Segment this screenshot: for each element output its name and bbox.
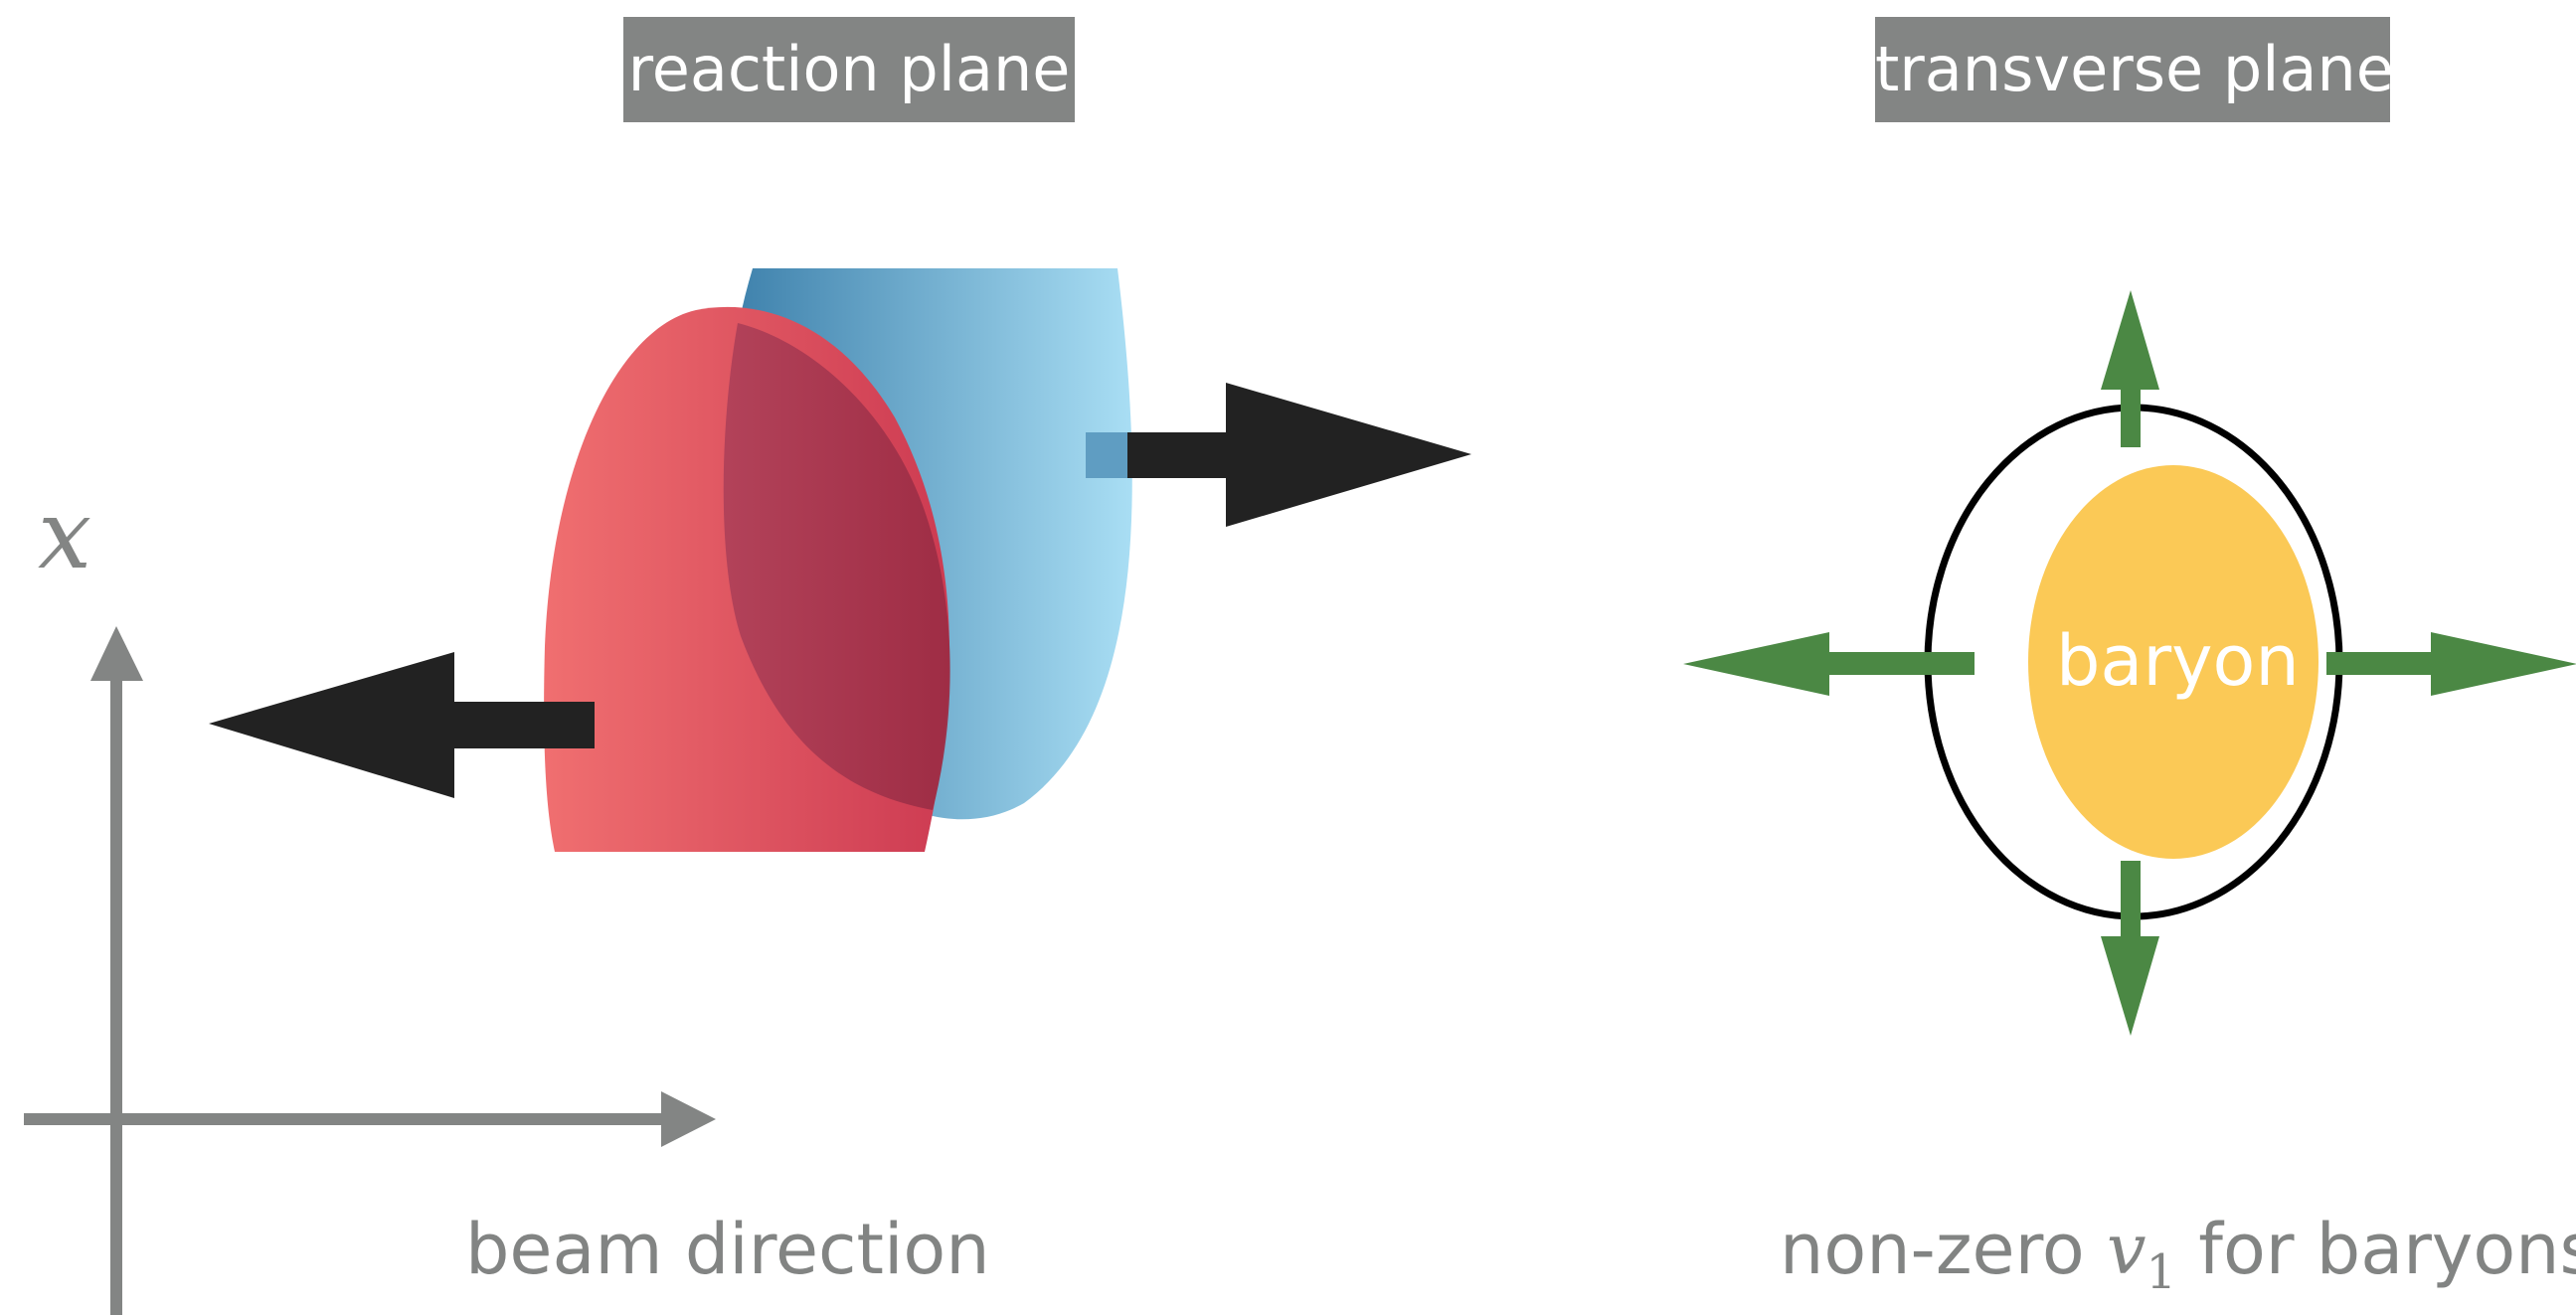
beam-arrow-left <box>209 652 595 798</box>
nonzero-prefix: non-zero <box>1780 1209 2107 1290</box>
flow-arrow-left <box>1683 632 1975 696</box>
beam-direction-caption: beam direction <box>465 1209 990 1290</box>
flow-arrows <box>1683 290 2576 1036</box>
coordinate-axes <box>24 626 716 1315</box>
flow-arrow-right <box>2326 632 2576 696</box>
vertical-axis-arrowhead <box>90 626 143 681</box>
transverse-plane-header: transverse plane <box>1875 17 2394 122</box>
v1-symbol: v1 <box>2106 1209 2176 1296</box>
nonzero-suffix: for baryons <box>2176 1209 2576 1290</box>
flow-arrow-down <box>2101 861 2159 1036</box>
horizontal-axis-arrowhead <box>661 1091 716 1147</box>
beam-arrow-right-overlap <box>1086 432 1127 478</box>
overlap-region <box>723 323 950 810</box>
nonzero-v1-caption: non-zero v1 for baryons <box>1780 1215 2576 1296</box>
reaction-plane-header: reaction plane <box>623 17 1075 122</box>
v-letter: v <box>2106 1209 2147 1290</box>
v-subscript: 1 <box>2146 1244 2177 1300</box>
beam-arrow-right <box>1086 383 1471 527</box>
baryon-label: baryon <box>2056 620 2300 702</box>
flow-arrow-up <box>2101 290 2159 447</box>
baryon-blob <box>2028 465 2318 859</box>
x-axis-label: x <box>38 479 92 590</box>
